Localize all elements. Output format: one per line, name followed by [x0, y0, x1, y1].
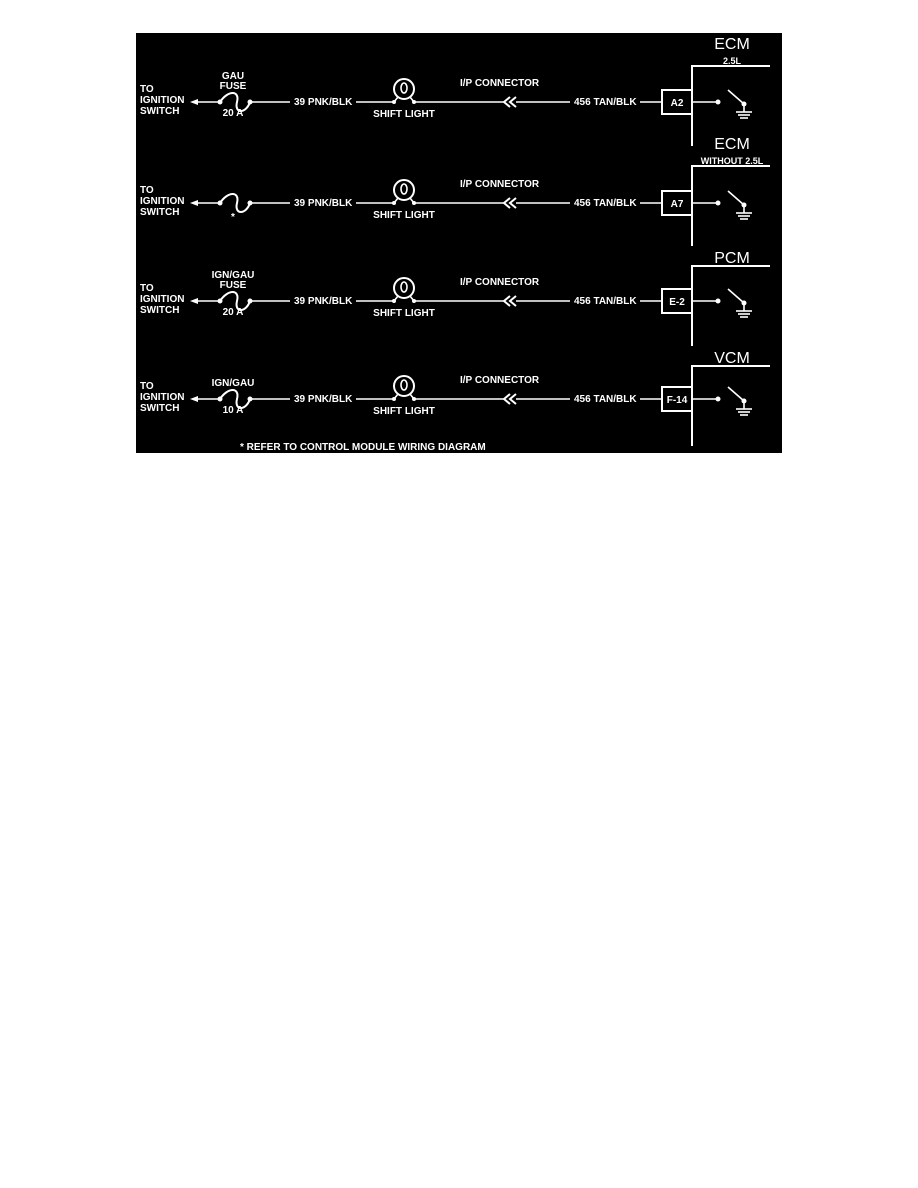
- fuse-label: FUSE: [220, 280, 247, 291]
- module-subtitle: 2.5L: [723, 56, 742, 66]
- connector-label: I/P CONNECTOR: [460, 78, 540, 89]
- connector-icon: [502, 393, 517, 405]
- pin-label: E-2: [669, 297, 685, 308]
- ignition-switch-label: IGNITION: [140, 95, 184, 106]
- connector-label: I/P CONNECTOR: [460, 179, 540, 190]
- arrow-head-icon: [190, 396, 198, 402]
- arrow-head-icon: [190, 200, 198, 206]
- fuse-label: IGN/GAU: [212, 378, 255, 389]
- wire-label-left: 39 PNK/BLK: [294, 198, 353, 209]
- module-outline: [691, 165, 770, 191]
- ignition-switch-label: SWITCH: [140, 403, 179, 414]
- ignition-switch-label: TO: [140, 381, 154, 392]
- label-backing: [570, 293, 640, 307]
- connector-icon: [502, 295, 517, 307]
- fuse-icon: [219, 389, 251, 409]
- fuse-icon: [219, 193, 251, 213]
- module-outline: [691, 65, 770, 90]
- label-backing: [570, 94, 640, 108]
- lamp-filament: [400, 379, 408, 391]
- fuse-icon: [219, 291, 251, 311]
- connector-icon: [502, 96, 517, 108]
- wire-label-left: 39 PNK/BLK: [294, 97, 353, 108]
- module-name: ECM: [714, 136, 750, 153]
- switch-blade: [727, 190, 745, 206]
- connector-icon: [502, 197, 517, 209]
- ignition-switch-label: SWITCH: [140, 305, 179, 316]
- lamp-terminal: [392, 299, 396, 303]
- module-outline: [691, 265, 770, 289]
- connector-label: I/P CONNECTOR: [460, 277, 540, 288]
- shift-light-label: SHIFT LIGHT: [373, 210, 435, 221]
- switch-blade: [727, 89, 745, 105]
- fuse-icon: [219, 92, 251, 112]
- lamp-icon: [393, 277, 415, 299]
- label-backing: [290, 195, 356, 209]
- footnote: * REFER TO CONTROL MODULE WIRING DIAGRAM: [240, 442, 486, 453]
- pin-label: F-14: [667, 395, 688, 406]
- ignition-switch-label: IGNITION: [140, 196, 184, 207]
- ignition-switch-label: TO: [140, 84, 154, 95]
- lamp-terminal: [392, 201, 396, 205]
- lamp-icon: [393, 78, 415, 100]
- fuse-label: FUSE: [220, 81, 247, 92]
- lamp-terminal: [392, 397, 396, 401]
- wire-label-right: 456 TAN/BLK: [574, 97, 637, 108]
- ignition-switch-label: SWITCH: [140, 207, 179, 218]
- switch-contact: [715, 99, 721, 105]
- ignition-switch-label: IGNITION: [140, 294, 184, 305]
- label-backing: [290, 391, 356, 405]
- switch-contact: [715, 396, 721, 402]
- label-backing: [570, 391, 640, 405]
- switch-blade: [727, 288, 745, 304]
- switch-contact: [715, 200, 721, 206]
- diagram-background: [136, 33, 782, 453]
- arrow-head-icon: [190, 99, 198, 105]
- pin-label: A7: [671, 199, 684, 210]
- module-name: PCM: [714, 250, 750, 267]
- module-name: VCM: [714, 350, 750, 367]
- ignition-switch-label: SWITCH: [140, 106, 179, 117]
- fuse-label: IGN/GAU: [212, 270, 255, 281]
- lamp-icon: [393, 179, 415, 201]
- lamp-filament: [400, 183, 408, 195]
- wire-label-left: 39 PNK/BLK: [294, 296, 353, 307]
- lamp-filament: [400, 281, 408, 293]
- label-backing: [290, 293, 356, 307]
- fuse-rating: 20 A: [223, 108, 244, 119]
- switch-blade: [727, 386, 745, 402]
- fuse-rating: *: [231, 212, 235, 223]
- lamp-terminal: [392, 100, 396, 104]
- wire-label-right: 456 TAN/BLK: [574, 394, 637, 405]
- label-backing: [290, 94, 356, 108]
- lamp-icon: [393, 375, 415, 397]
- module-outline: [691, 365, 770, 387]
- wire-label-right: 456 TAN/BLK: [574, 296, 637, 307]
- shift-light-label: SHIFT LIGHT: [373, 308, 435, 319]
- shift-light-label: SHIFT LIGHT: [373, 109, 435, 120]
- fuse-rating: 10 A: [223, 405, 244, 416]
- fuse-rating: 20 A: [223, 307, 244, 318]
- ignition-switch-label: IGNITION: [140, 392, 184, 403]
- wire-label-left: 39 PNK/BLK: [294, 394, 353, 405]
- ignition-switch-label: TO: [140, 283, 154, 294]
- shift-light-label: SHIFT LIGHT: [373, 406, 435, 417]
- module-subtitle: WITHOUT 2.5L: [701, 156, 764, 166]
- switch-contact: [715, 298, 721, 304]
- pin-label: A2: [671, 98, 684, 109]
- connector-label: I/P CONNECTOR: [460, 375, 540, 386]
- arrow-head-icon: [190, 298, 198, 304]
- fuse-label: GAU: [222, 71, 244, 82]
- lamp-filament: [400, 82, 408, 94]
- wire-label-right: 456 TAN/BLK: [574, 198, 637, 209]
- label-backing: [570, 195, 640, 209]
- ignition-switch-label: TO: [140, 185, 154, 196]
- module-name: ECM: [714, 36, 750, 53]
